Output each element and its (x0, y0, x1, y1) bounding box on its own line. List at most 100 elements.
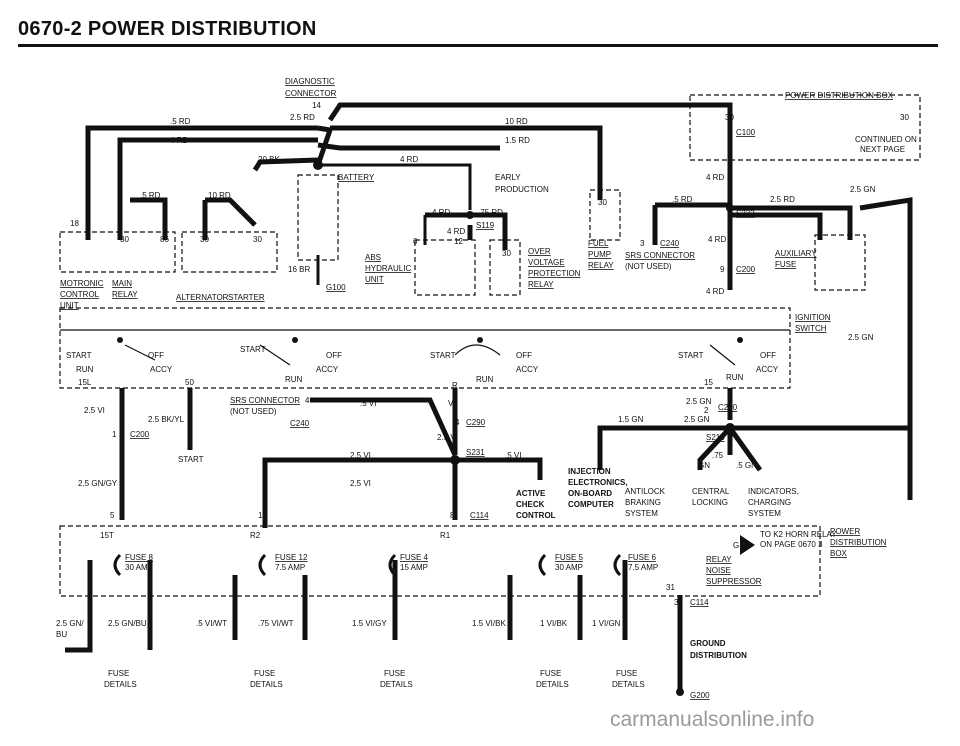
wire-25bkyl: 2.5 BK/YL (148, 415, 185, 424)
label-fd4-b: DETAILS (536, 680, 569, 689)
label-fuel-3: RELAY (588, 261, 614, 270)
pin-50: 50 (185, 378, 194, 387)
label-abs-1: ABS (365, 253, 381, 262)
label-relay-3: SUPPRESSOR (706, 577, 762, 586)
wire-10rd-a: 10 RD (505, 117, 528, 126)
label-srs-3: SRS CONNECTOR (230, 396, 300, 405)
label-c114a: C114 (470, 511, 489, 520)
label-early-1: EARLY (495, 173, 521, 182)
label-c200b: C200 (130, 430, 150, 439)
label-cl-1: CENTRAL (692, 487, 730, 496)
label-diagnostic-1: DIAGNOSTIC (285, 77, 335, 86)
label-c100: C100 (736, 128, 756, 137)
wire-25gngy: 2.5 GN/GY (78, 479, 118, 488)
wire-75viwt: .75 VI/WT (258, 619, 294, 628)
label-early-2: PRODUCTION (495, 185, 549, 194)
label-s213: S213 (706, 433, 725, 442)
pin-r2: R2 (250, 531, 261, 540)
wire-15gn: 1.5 GN (618, 415, 644, 424)
wire-5rd-a: .5 RD (170, 117, 191, 126)
label-fuse6: FUSE 6 (628, 553, 657, 562)
label-starter: STARTER (228, 293, 265, 302)
label-fd5-b: DETAILS (612, 680, 645, 689)
top-components (59, 94, 921, 597)
label-inj-3: ON-BOARD (568, 489, 612, 498)
label-fd1-b: DETAILS (104, 680, 137, 689)
pin-r: R (452, 381, 458, 390)
label-fd1-a: FUSE (108, 669, 129, 678)
wire-4rd-b: 4 RD (400, 155, 418, 164)
label-ign-1: IGNITION (795, 313, 831, 322)
label-fd2-a: FUSE (254, 669, 275, 678)
label-fuel-2: PUMP (588, 250, 611, 259)
label-ovp-4: RELAY (528, 280, 554, 289)
wire-25gn-a: 2.5 GN (850, 185, 876, 194)
label-fuse4: FUSE 4 (400, 553, 429, 562)
diagram-labels: DIAGNOSTIC CONNECTOR 14 POWER DISTRIBUTI… (56, 77, 917, 700)
label-s231: S231 (466, 448, 485, 457)
pin-30d: 30 (502, 249, 511, 258)
pin-3: 3 (640, 239, 645, 248)
label-g: G (733, 541, 739, 550)
pin-3b: 3 (674, 598, 679, 607)
label-mainrelay-1: MAIN (112, 279, 132, 288)
label-motronic-2: CONTROL (60, 290, 100, 299)
wire-4rd-f: 4 RD (708, 235, 726, 244)
label-battery: BATTERY (338, 173, 375, 182)
label-c240b: C240 (290, 419, 310, 428)
wire-25vi-d: 2.5 VI (350, 479, 371, 488)
middle-wiring (119, 388, 910, 528)
pin-12: 12 (454, 237, 463, 246)
sw-accy-b: ACCY (316, 365, 339, 374)
label-srs-4: (NOT USED) (230, 407, 277, 416)
label-s119: S119 (476, 221, 495, 230)
label-ind-2: CHARGING (748, 498, 791, 507)
label-fuse5: FUSE 5 (555, 553, 584, 562)
ignition-switch (60, 329, 790, 366)
label-fd3-b: DETAILS (380, 680, 413, 689)
pin-8: 8 (450, 511, 455, 520)
pin-30e: 30 (598, 198, 607, 207)
wire-75rd: .75 RD (478, 208, 503, 217)
label-gnd-2: DISTRIBUTION (690, 651, 747, 660)
label-abs-2: HYDRAULIC (365, 264, 411, 273)
wire-1vign: 1 VI/GN (592, 619, 621, 628)
label-abs-3: UNIT (365, 275, 384, 284)
label-abl-2: BRAKING (625, 498, 661, 507)
pin-30c: 30 (253, 235, 262, 244)
label-fd5-a: FUSE (616, 669, 637, 678)
label-act-3: CONTROL (516, 511, 556, 520)
wire-75gn-2: GN (698, 461, 710, 470)
wire-4rd-g: 4 RD (706, 287, 724, 296)
sw-run-b: RUN (285, 375, 303, 384)
label-act-1: ACTIVE (516, 489, 546, 498)
wire-75gn: .75 (712, 451, 724, 460)
label-alternator: ALTERNATOR (176, 293, 229, 302)
label-inj-1: INJECTION (568, 467, 611, 476)
label-motronic-3: UNIT (60, 301, 79, 310)
label-fuse5-amp: 30 AMP (555, 563, 583, 572)
label-g100: G100 (326, 283, 346, 292)
sw-accy-a: ACCY (150, 365, 173, 374)
wire-25vi-b: 2.5 VI (437, 433, 458, 442)
wire-1vibk: 1 VI/BK (540, 619, 568, 628)
wire-4rd-e: 4 RD (706, 173, 724, 182)
page-title: 0670-2 POWER DISTRIBUTION (18, 18, 317, 40)
label-pdb2-1: POWER (830, 527, 860, 536)
label-fuse12-amp: 7.5 AMP (275, 563, 305, 572)
pin-30a: 30 (120, 235, 129, 244)
pin-r1: R1 (440, 531, 451, 540)
label-ovp-2: VOLTAGE (528, 258, 565, 267)
wire-10rd-b: 10 RD (208, 191, 231, 200)
label-abl-3: SYSTEM (625, 509, 658, 518)
label-relay-2: NOISE (706, 566, 731, 575)
wire-16br: 16 BR (288, 265, 310, 274)
label-gnd-1: GROUND (690, 639, 726, 648)
wire-25vi: 2.5 VI (84, 406, 105, 415)
label-srs-2: (NOT USED) (625, 262, 672, 271)
label-abl-1: ANTILOCK (625, 487, 666, 496)
label-c240a: C240 (660, 239, 680, 248)
label-aux-2: FUSE (775, 260, 796, 269)
wire-25gnbu-2: BU (56, 630, 67, 639)
